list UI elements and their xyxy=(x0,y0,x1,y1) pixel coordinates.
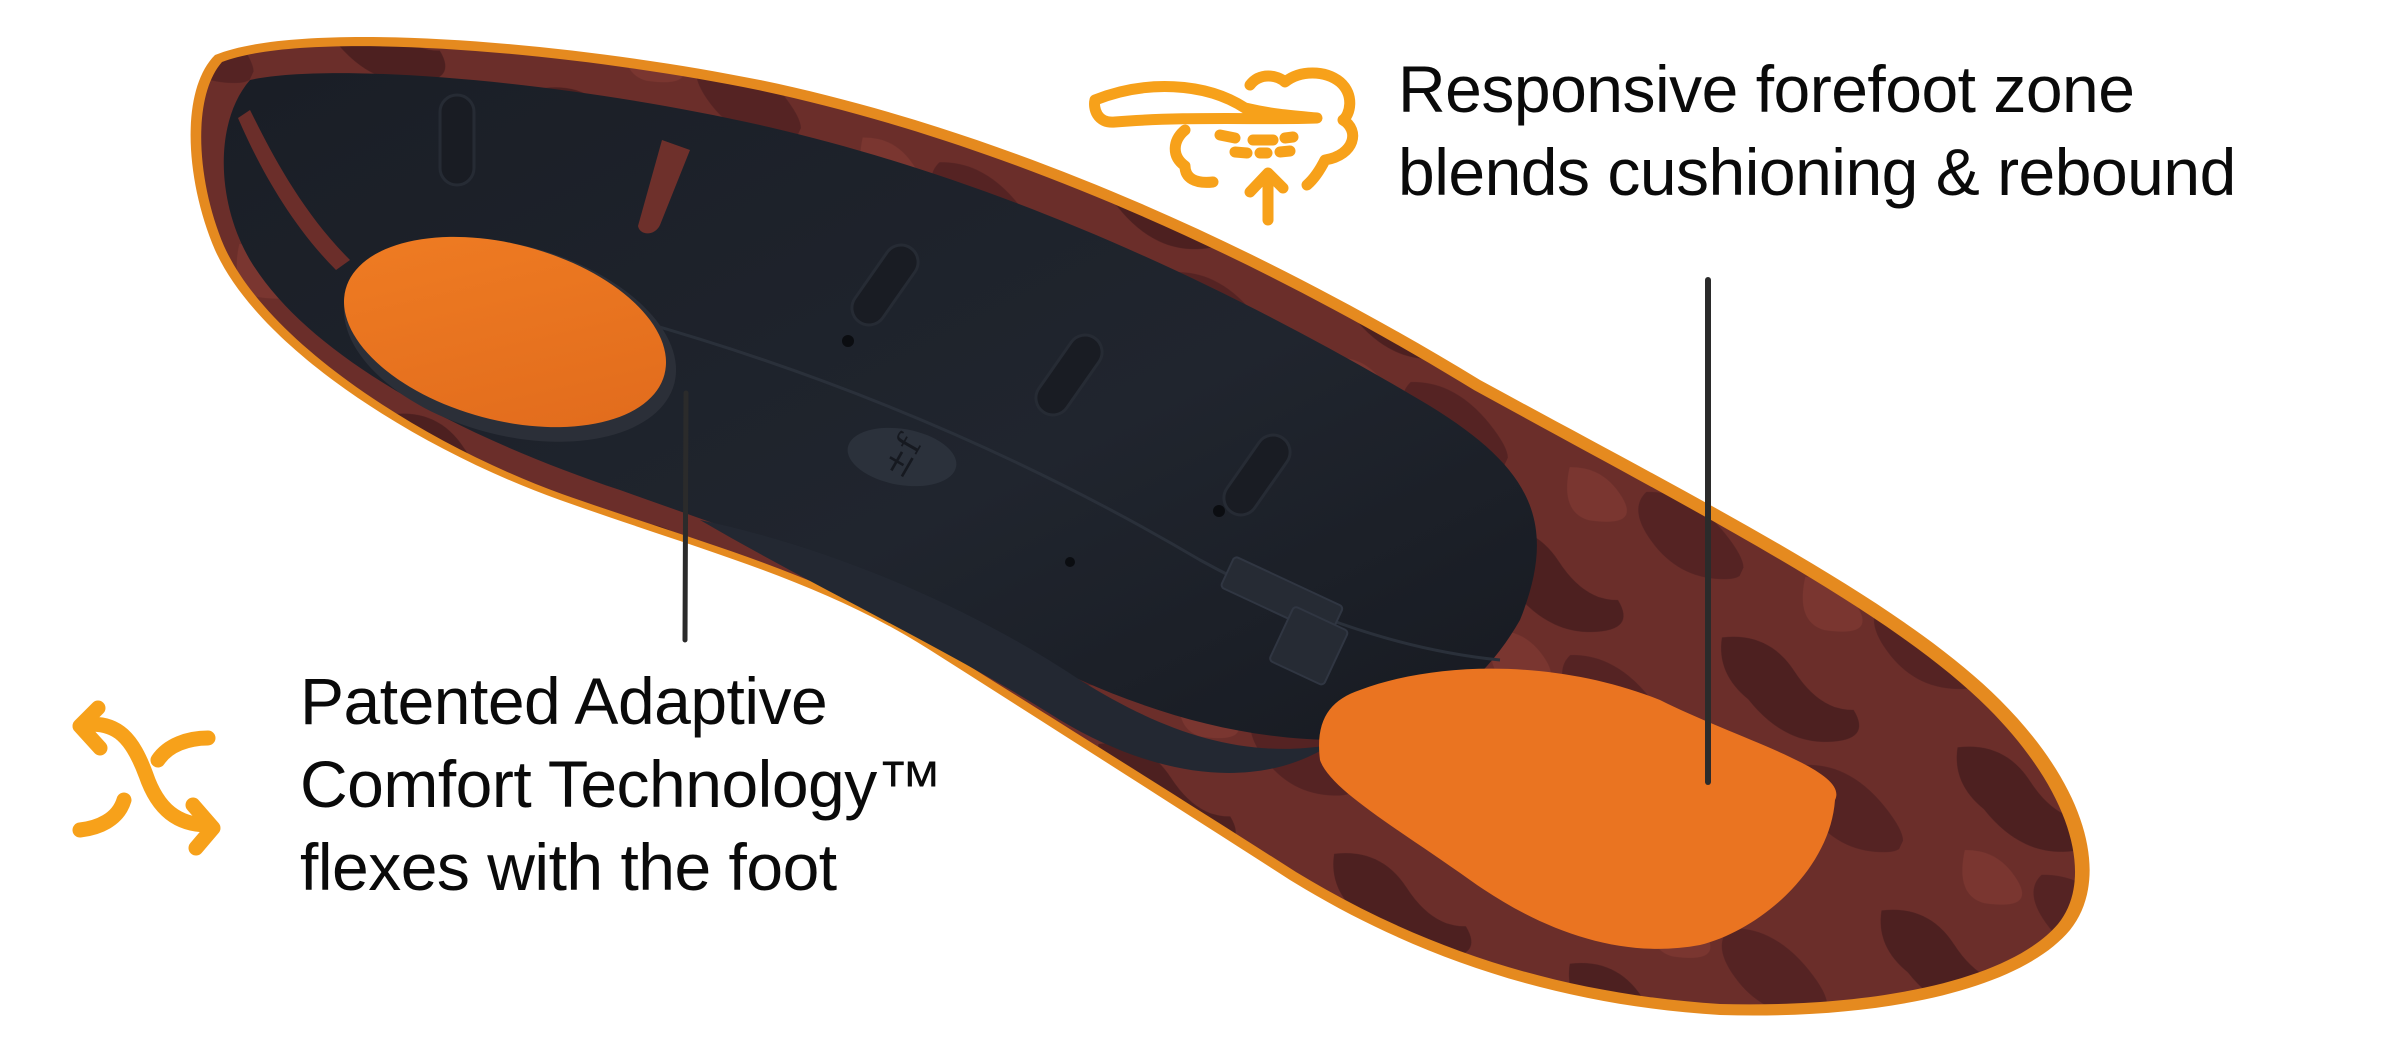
cushion-rebound-icon xyxy=(1089,67,1359,226)
forefoot-callout-line-1: Responsive forefoot zone xyxy=(1398,52,2135,126)
adaptive-callout-line-2: Comfort Technology™ xyxy=(300,747,943,821)
leader-line-adaptive xyxy=(682,390,689,643)
adaptive-comfort-callout-text: Patented Adaptive Comfort Technology™ fl… xyxy=(300,660,943,909)
adaptive-callout-line-3: flexes with the foot xyxy=(300,830,837,904)
forefoot-callout-line-2: blends cushioning & rebound xyxy=(1398,135,2236,209)
flex-crossing-arrows-icon xyxy=(72,700,221,856)
insole-body: ±f xyxy=(190,36,2090,1016)
forefoot-callout-text: Responsive forefoot zone blends cushioni… xyxy=(1398,48,2236,214)
adaptive-callout-line-1: Patented Adaptive xyxy=(300,664,828,738)
